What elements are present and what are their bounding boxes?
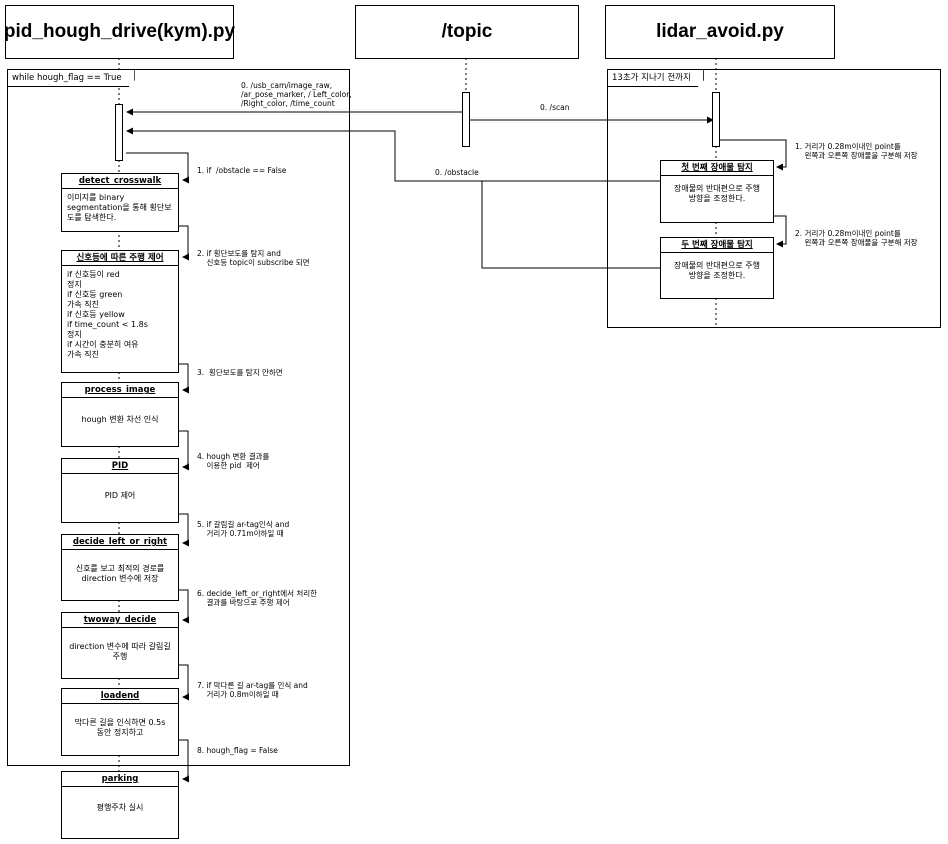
activation-lidar [712, 92, 720, 147]
second-obstacle-title: 두 번째 장애물 탐지 [661, 238, 773, 253]
process-image-box: process_image hough 변환 차선 인식 [61, 382, 179, 447]
step1-label: 1. if /obstacle == False [197, 166, 287, 175]
twoway-decide-box: twoway_decide direction 변수에 따라 갈림길 주행 [61, 612, 179, 679]
detect-crosswalk-title: detect_crosswalk [62, 174, 178, 189]
step8-label: 8. hough_flag = False [197, 746, 278, 755]
step2-label: 2. if 횡단보도를 탐지 and 신호등 topic이 subscribe … [197, 249, 310, 267]
message-obstacle2-line [481, 181, 663, 269]
step6-arrow [178, 589, 189, 624]
participant-lidar-avoid: lidar_avoid.py [605, 5, 835, 59]
step2-arrow [178, 225, 189, 261]
loadend-box: loadend 막다른 길을 인식하면 0.5s 동안 정지하고 [61, 688, 179, 756]
lidar-loop-frame: 13초가 지나기 전까지 [607, 69, 941, 328]
decide-left-or-right-body: 신호를 보고 최적의 경로를 direction 변수에 저장 [75, 564, 165, 583]
message-topics-label: 0. /usb_cam/image_raw, /ar_pose_marker, … [241, 81, 352, 108]
step3-label: 3. 횡단보도를 탐지 안하면 [197, 368, 283, 377]
detect-crosswalk-body: 이미지를 binary segmentation을 통해 횡단보 도를 탐색한다… [67, 193, 172, 222]
first-obstacle-body: 장애물의 반대편으로 주행 방향을 조정한다. [673, 184, 761, 203]
first-obstacle-title: 첫 번째 장애물 탐지 [661, 161, 773, 176]
activation-pid [115, 104, 123, 161]
pid-title: PID [62, 459, 178, 474]
parking-box: parking 평행주차 실시 [61, 771, 179, 839]
step1-arrow [126, 152, 189, 184]
loadend-body: 막다른 길을 인식하면 0.5s 동안 정지하고 [74, 718, 166, 737]
signal-control-box: 신호등에 따른 주행 제어 if 신호등이 red 정지 if 신호등 gree… [61, 250, 179, 373]
second-obstacle-box: 두 번째 장애물 탐지 장애물의 반대편으로 주행 방향을 조정한다. [660, 237, 774, 299]
signal-control-body: if 신호등이 red 정지 if 신호등 green 가속 직진 if 신호등… [67, 270, 148, 359]
participant-topic: /topic [355, 5, 579, 59]
decide-left-or-right-box: decide_left_or_right 신호를 보고 최적의 경로를 dire… [61, 534, 179, 601]
lidar-loop-label: 13초가 지나기 전까지 [608, 70, 704, 87]
activation-topic [462, 92, 470, 147]
parking-title: parking [62, 772, 178, 787]
step4-arrow [178, 430, 189, 471]
step7-label: 7. if 막다른 길 ar-tag를 인식 and 거리가 0.8m이하일 때 [197, 681, 308, 699]
twoway-decide-title: twoway_decide [62, 613, 178, 628]
pid-body: PID 제어 [104, 491, 136, 500]
parking-body: 평행주차 실시 [96, 803, 144, 812]
lidar-step1-arrow [720, 139, 787, 171]
participant-pid-hough-drive: pid_hough_drive(kym).py [4, 5, 235, 59]
step3-arrow [178, 363, 189, 394]
lidar-step2-arrow [773, 215, 787, 248]
step6-label: 6. decide_left_or_right에서 처리한 결과를 바탕으로 주… [197, 589, 318, 607]
twoway-decide-body: direction 변수에 따라 갈림길 주행 [69, 642, 171, 661]
signal-control-title: 신호등에 따른 주행 제어 [62, 251, 178, 266]
decide-left-or-right-title: decide_left_or_right [62, 535, 178, 550]
lidar-step1-label: 1. 거리가 0.28m이내인 point를 왼쪽과 오른쪽 장애물을 구분해 … [795, 142, 918, 160]
process-image-title: process_image [62, 383, 178, 398]
step5-arrow [178, 513, 189, 547]
detect-crosswalk-box: detect_crosswalk 이미지를 binary segmentatio… [61, 173, 179, 232]
while-loop-label: while hough_flag == True [8, 70, 135, 87]
step4-label: 4. hough 변환 결과를 이용한 pid 제어 [197, 452, 270, 470]
while-loop-frame: while hough_flag == True [7, 69, 350, 766]
first-obstacle-box: 첫 번째 장애물 탐지 장애물의 반대편으로 주행 방향을 조정한다. [660, 160, 774, 223]
message-obstacle-arrow [126, 127, 663, 182]
second-obstacle-body: 장애물의 반대편으로 주행 방향을 조정한다. [673, 261, 761, 280]
step7-arrow [178, 664, 189, 701]
message-obstacle-label: 0. /obstacle [435, 168, 479, 177]
step5-label: 5. if 갈림길 ar-tag인식 and 거리가 0.71m이하일 때 [197, 520, 290, 538]
lidar-step2-label: 2. 거리가 0.28m이내인 point를 왼쪽과 오른쪽 장애물을 구분해 … [795, 229, 918, 247]
process-image-body: hough 변환 차선 인식 [81, 415, 159, 424]
loadend-title: loadend [62, 689, 178, 704]
message-scan-label: 0. /scan [540, 103, 570, 112]
pid-box: PID PID 제어 [61, 458, 179, 523]
step8-arrow [178, 739, 189, 783]
